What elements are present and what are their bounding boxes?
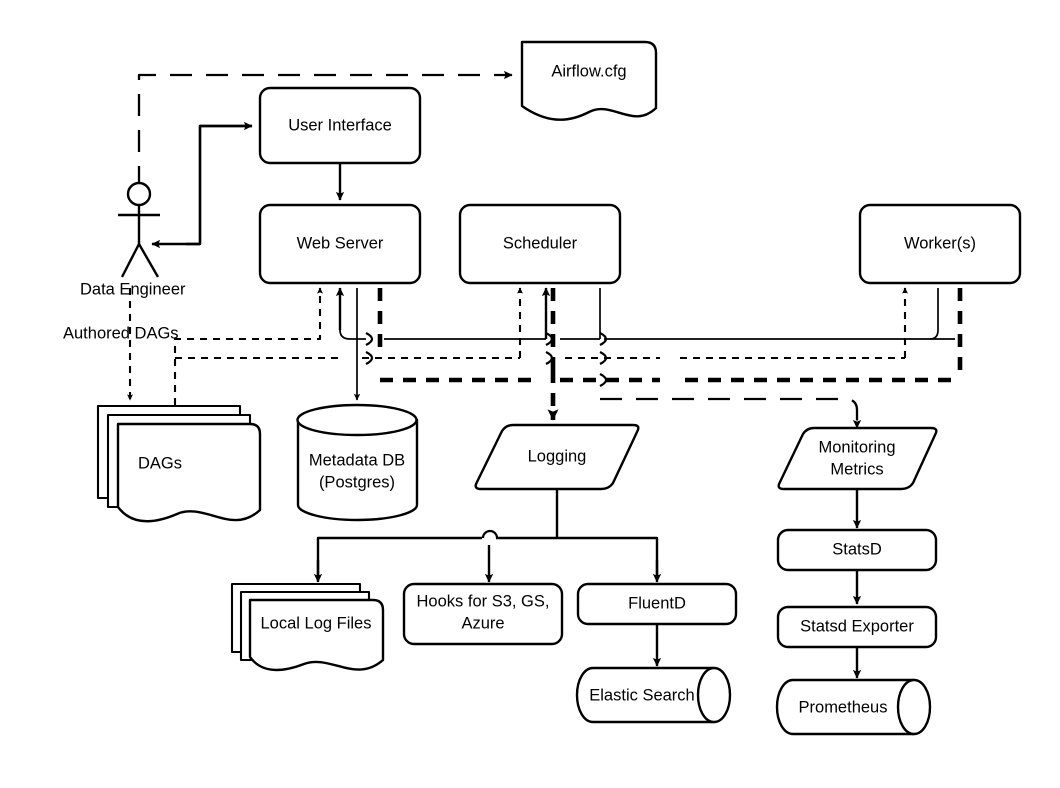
hop-mark-bus1-a xyxy=(365,332,374,346)
node-statsd-exporter-label: Statsd Exporter xyxy=(800,617,914,635)
node-fluentd-label: FluentD xyxy=(628,594,686,612)
node-prometheus-label: Prometheus xyxy=(799,698,888,716)
edge-logging-split-right xyxy=(557,536,659,578)
node-dags[interactable]: DAGs xyxy=(96,404,262,523)
node-logging[interactable]: Logging xyxy=(474,423,640,491)
node-statsd-label: StatsD xyxy=(832,540,882,558)
node-local-log-files[interactable]: Local Log Files xyxy=(230,582,385,672)
node-data-engineer-label: Data Engineer xyxy=(80,280,186,298)
node-metadata-db-label-2: (Postgres) xyxy=(319,473,395,491)
node-monitoring-metrics[interactable]: Monitoring Metrics xyxy=(777,426,938,491)
node-workers-label: Worker(s) xyxy=(904,234,976,252)
edge-worker-to-monitoring xyxy=(600,397,862,429)
node-scheduler[interactable]: Scheduler xyxy=(458,203,622,285)
edge-metadatadb-to-webserver xyxy=(339,288,351,340)
node-logging-label: Logging xyxy=(528,447,587,465)
node-statsd-exporter[interactable]: Statsd Exporter xyxy=(776,605,938,649)
edge-ui-to-engineer xyxy=(186,121,253,246)
node-monitoring-metrics-label-2: Metrics xyxy=(830,460,883,478)
hop-mark-bus2-b xyxy=(545,351,554,365)
node-hooks-label-2: Azure xyxy=(461,614,504,632)
hop-mark-bus2-c xyxy=(599,351,608,365)
hop-circle-logging-split xyxy=(481,529,499,539)
node-metadata-db-label-1: Metadata DB xyxy=(309,451,405,469)
node-airflow-cfg[interactable]: Airflow.cfg xyxy=(520,40,658,121)
edge-engineer-to-airflowcfg xyxy=(137,70,513,188)
node-web-server-label: Web Server xyxy=(297,234,384,252)
node-fluentd[interactable]: FluentD xyxy=(576,582,738,626)
edge-label-authored-dags: Authored DAGs xyxy=(63,324,179,342)
node-airflow-cfg-label: Airflow.cfg xyxy=(551,62,626,80)
node-scheduler-label: Scheduler xyxy=(503,234,578,252)
node-elastic-search[interactable]: Elastic Search xyxy=(575,666,732,724)
node-monitoring-metrics-label-1: Monitoring xyxy=(818,438,895,456)
edge-dags-to-webserver xyxy=(173,287,323,405)
node-elastic-search-label: Elastic Search xyxy=(589,686,694,704)
edge-bus1-worker-down xyxy=(929,288,939,340)
node-dags-label: DAGs xyxy=(138,454,182,472)
hop-mark-bus3-c xyxy=(599,373,608,387)
node-local-log-files-label: Local Log Files xyxy=(261,614,372,632)
hop-mark-bus1-c xyxy=(599,332,608,346)
node-metadata-db[interactable]: Metadata DB (Postgres) xyxy=(296,403,419,522)
node-workers[interactable]: Worker(s) xyxy=(858,203,1022,285)
edge-engineer-to-ui xyxy=(151,124,252,249)
node-hooks[interactable]: Hooks for S3, GS, Azure xyxy=(402,582,564,646)
hop-mark-bus2-a xyxy=(365,351,374,365)
node-web-server[interactable]: Web Server xyxy=(258,203,422,285)
node-user-interface-label: User Interface xyxy=(288,116,392,134)
node-statsd[interactable]: StatsD xyxy=(776,528,938,572)
node-hooks-label-1: Hooks for S3, GS, xyxy=(417,592,550,610)
node-prometheus[interactable]: Prometheus xyxy=(775,678,932,736)
node-data-engineer[interactable]: Data Engineer xyxy=(80,181,186,298)
edge-logging-split-left2 xyxy=(316,536,482,578)
hop-mark-bus1-b xyxy=(545,332,554,346)
node-user-interface[interactable]: User Interface xyxy=(258,86,422,165)
